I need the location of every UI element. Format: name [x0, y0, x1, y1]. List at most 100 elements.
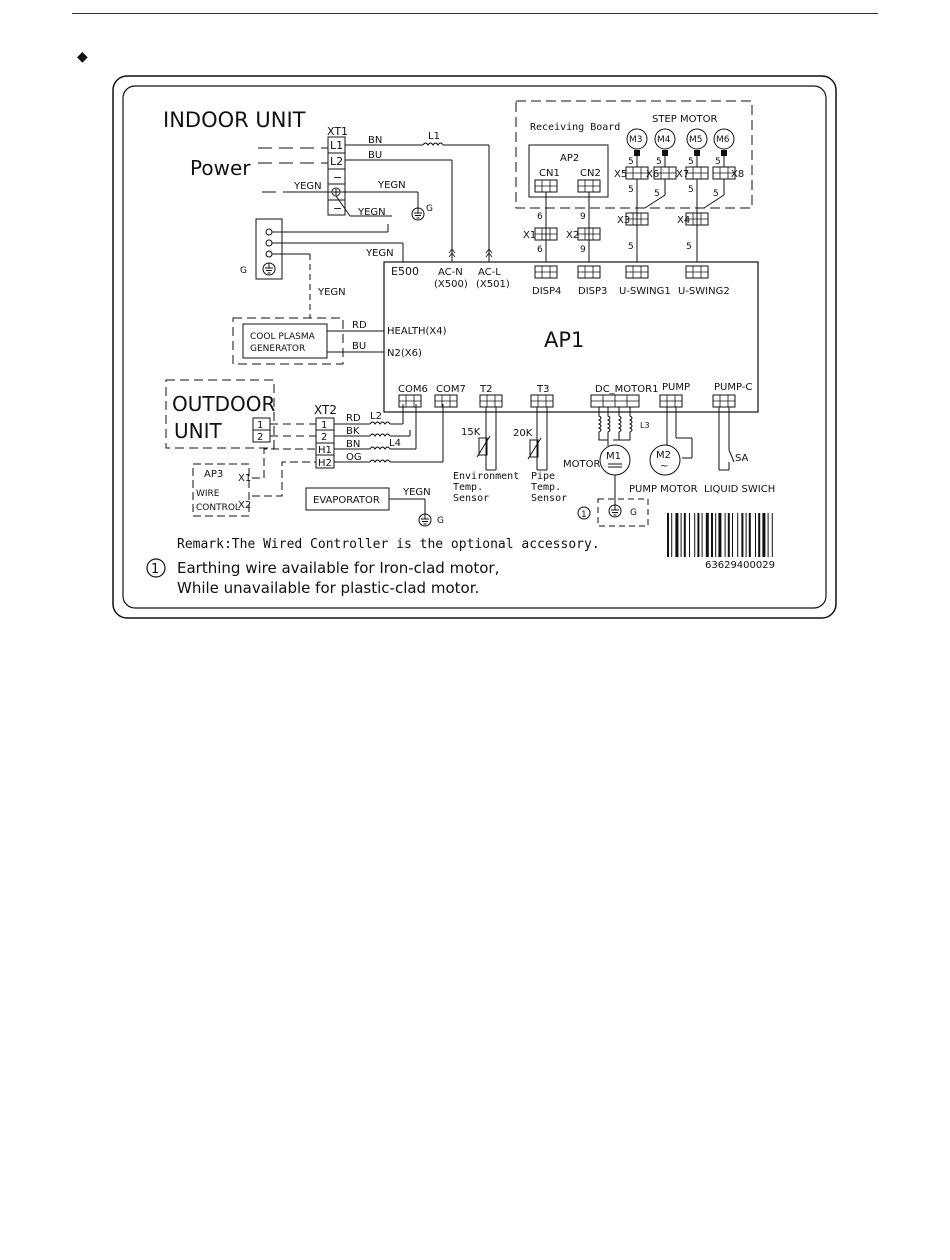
disp3-label: DISP3	[578, 286, 607, 297]
conn-x3: X3	[617, 215, 630, 226]
u-swing1-label: U-SWING1	[619, 286, 671, 297]
count-cn1-b: 6	[537, 245, 543, 255]
receiving-board-label: Receiving Board	[530, 122, 620, 133]
wire-bn-l1: BN	[368, 135, 382, 146]
motor-label: MOTOR	[563, 459, 600, 470]
xt2-term-h1: H1	[318, 445, 332, 456]
motor-m1-label: M1	[606, 451, 621, 462]
count-cn2-b: 9	[580, 245, 586, 255]
wire-yegn-board: YEGN	[365, 248, 394, 259]
com6-label: COM6	[398, 384, 428, 395]
count-m3: 5	[628, 157, 634, 167]
conn-x1-ap3: X1	[238, 473, 251, 484]
cool-plasma-dashed-box	[232, 317, 344, 365]
barcode-number: 63629400029	[705, 560, 775, 571]
conn-x7: X7	[676, 169, 689, 180]
wire-bu-l2: BU	[368, 150, 382, 161]
inductor-l2-label: L2	[370, 411, 382, 422]
count-x3: 5	[628, 242, 634, 252]
xt2-term-1: 1	[321, 420, 327, 431]
wire-yegn-xt1-2: YEGN	[357, 207, 386, 218]
outdoor-term-2: 2	[257, 432, 263, 443]
cool-plasma-line1: COOL PLASMA	[250, 332, 316, 342]
conn-x4: X4	[677, 215, 690, 226]
cool-plasma-box	[242, 323, 328, 359]
step-motor-m3: M3	[629, 135, 643, 145]
step-motor-m6: M6	[716, 135, 730, 145]
env-sensor-line3: Sensor	[453, 493, 489, 504]
inner-frame	[122, 85, 827, 609]
env-sensor-line1: Environment	[453, 471, 519, 482]
cool-plasma-line2: GENERATOR	[250, 344, 305, 354]
power-label: Power	[190, 156, 251, 180]
count-m6-b: 5	[713, 189, 719, 199]
wire-rd-plasma: RD	[352, 320, 367, 331]
wire-bu-plasma: BU	[352, 341, 366, 352]
note-line2: While unavailable for plastic-clad motor…	[177, 579, 479, 597]
wire-control-line1: WIRE	[196, 489, 220, 499]
svg-text:~: ~	[660, 461, 668, 472]
circle-one-motor: 1	[581, 510, 587, 520]
xt2-term-2: 2	[321, 432, 327, 443]
pipe-sensor-line1: Pipe	[531, 471, 555, 482]
receiving-board-box	[515, 100, 753, 209]
com7-label: COM7	[436, 384, 466, 395]
pipe-sensor-line3: Sensor	[531, 493, 567, 504]
ac-n-label: AC-N	[438, 267, 463, 278]
count-m6: 5	[715, 157, 721, 167]
cn2-label: CN2	[580, 168, 601, 179]
count-m5: 5	[688, 157, 694, 167]
count-m4-b: 5	[654, 189, 660, 199]
env-sensor-line2: Temp.	[453, 482, 483, 493]
outdoor-unit-line2: UNIT	[174, 419, 222, 443]
wire-control-line2: CONTROL	[196, 503, 240, 513]
conn-x1: X1	[523, 230, 536, 241]
step-motor-label: STEP MOTOR	[652, 114, 717, 125]
inductor-l1-label: L1	[428, 131, 440, 142]
count-m3-b: 5	[628, 185, 634, 195]
step-motor-m4: M4	[657, 135, 671, 145]
x501-label: (X501)	[476, 279, 510, 290]
ac-l-label: AC-L	[478, 267, 501, 278]
cn1-label: CN1	[539, 168, 560, 179]
t3-label: T3	[536, 384, 549, 395]
count-m5-b: 5	[688, 185, 694, 195]
wire-bn-xt2: BN	[346, 439, 360, 450]
motor-ground-box	[597, 498, 649, 527]
ground-g-xt1: G	[426, 204, 433, 214]
ground-terminal-box	[255, 218, 283, 280]
resistor-20k: 20K	[513, 428, 533, 439]
u-swing2-label: U-SWING2	[678, 286, 730, 297]
inductor-l4-label: L4	[389, 438, 401, 449]
count-cn1-a: 6	[537, 212, 543, 222]
xt1-term-l1: L1	[330, 139, 343, 152]
header-rule	[72, 13, 878, 14]
remark-text: Remark:The Wired Controller is the optio…	[177, 537, 600, 552]
pump-c-label: PUMP-C	[714, 382, 752, 393]
health-x4-label: HEALTH(X4)	[387, 326, 447, 337]
outdoor-term-1: 1	[257, 420, 263, 431]
e500-label: E500	[391, 265, 419, 278]
ap3-wire-control-box	[192, 463, 250, 517]
pipe-sensor-line2: Temp.	[531, 482, 561, 493]
note-circle-one: 1	[151, 562, 159, 577]
conn-x6: X6	[646, 169, 659, 180]
ap2-label: AP2	[560, 153, 579, 164]
step-motor-m5: M5	[689, 135, 703, 145]
wire-rd-xt2: RD	[346, 413, 361, 424]
conn-x2-ap3: X2	[238, 500, 251, 511]
step-motors	[626, 128, 735, 156]
xt2-label: XT2	[314, 403, 337, 417]
outdoor-unit-line1: OUTDOOR	[172, 392, 275, 416]
conn-x5: X5	[614, 169, 627, 180]
ap1-board	[383, 261, 759, 413]
pump-motor-m2-circle	[649, 444, 681, 476]
xt2-term-h2: H2	[318, 458, 332, 469]
bullet-diamond: ◆	[77, 49, 88, 65]
wire-og-xt2: OG	[346, 452, 362, 463]
x500-label: (X500)	[434, 279, 468, 290]
pump-motor-label: PUMP MOTOR	[629, 484, 698, 495]
barcode	[667, 513, 773, 557]
liquid-switch-sa: SA	[735, 453, 749, 464]
